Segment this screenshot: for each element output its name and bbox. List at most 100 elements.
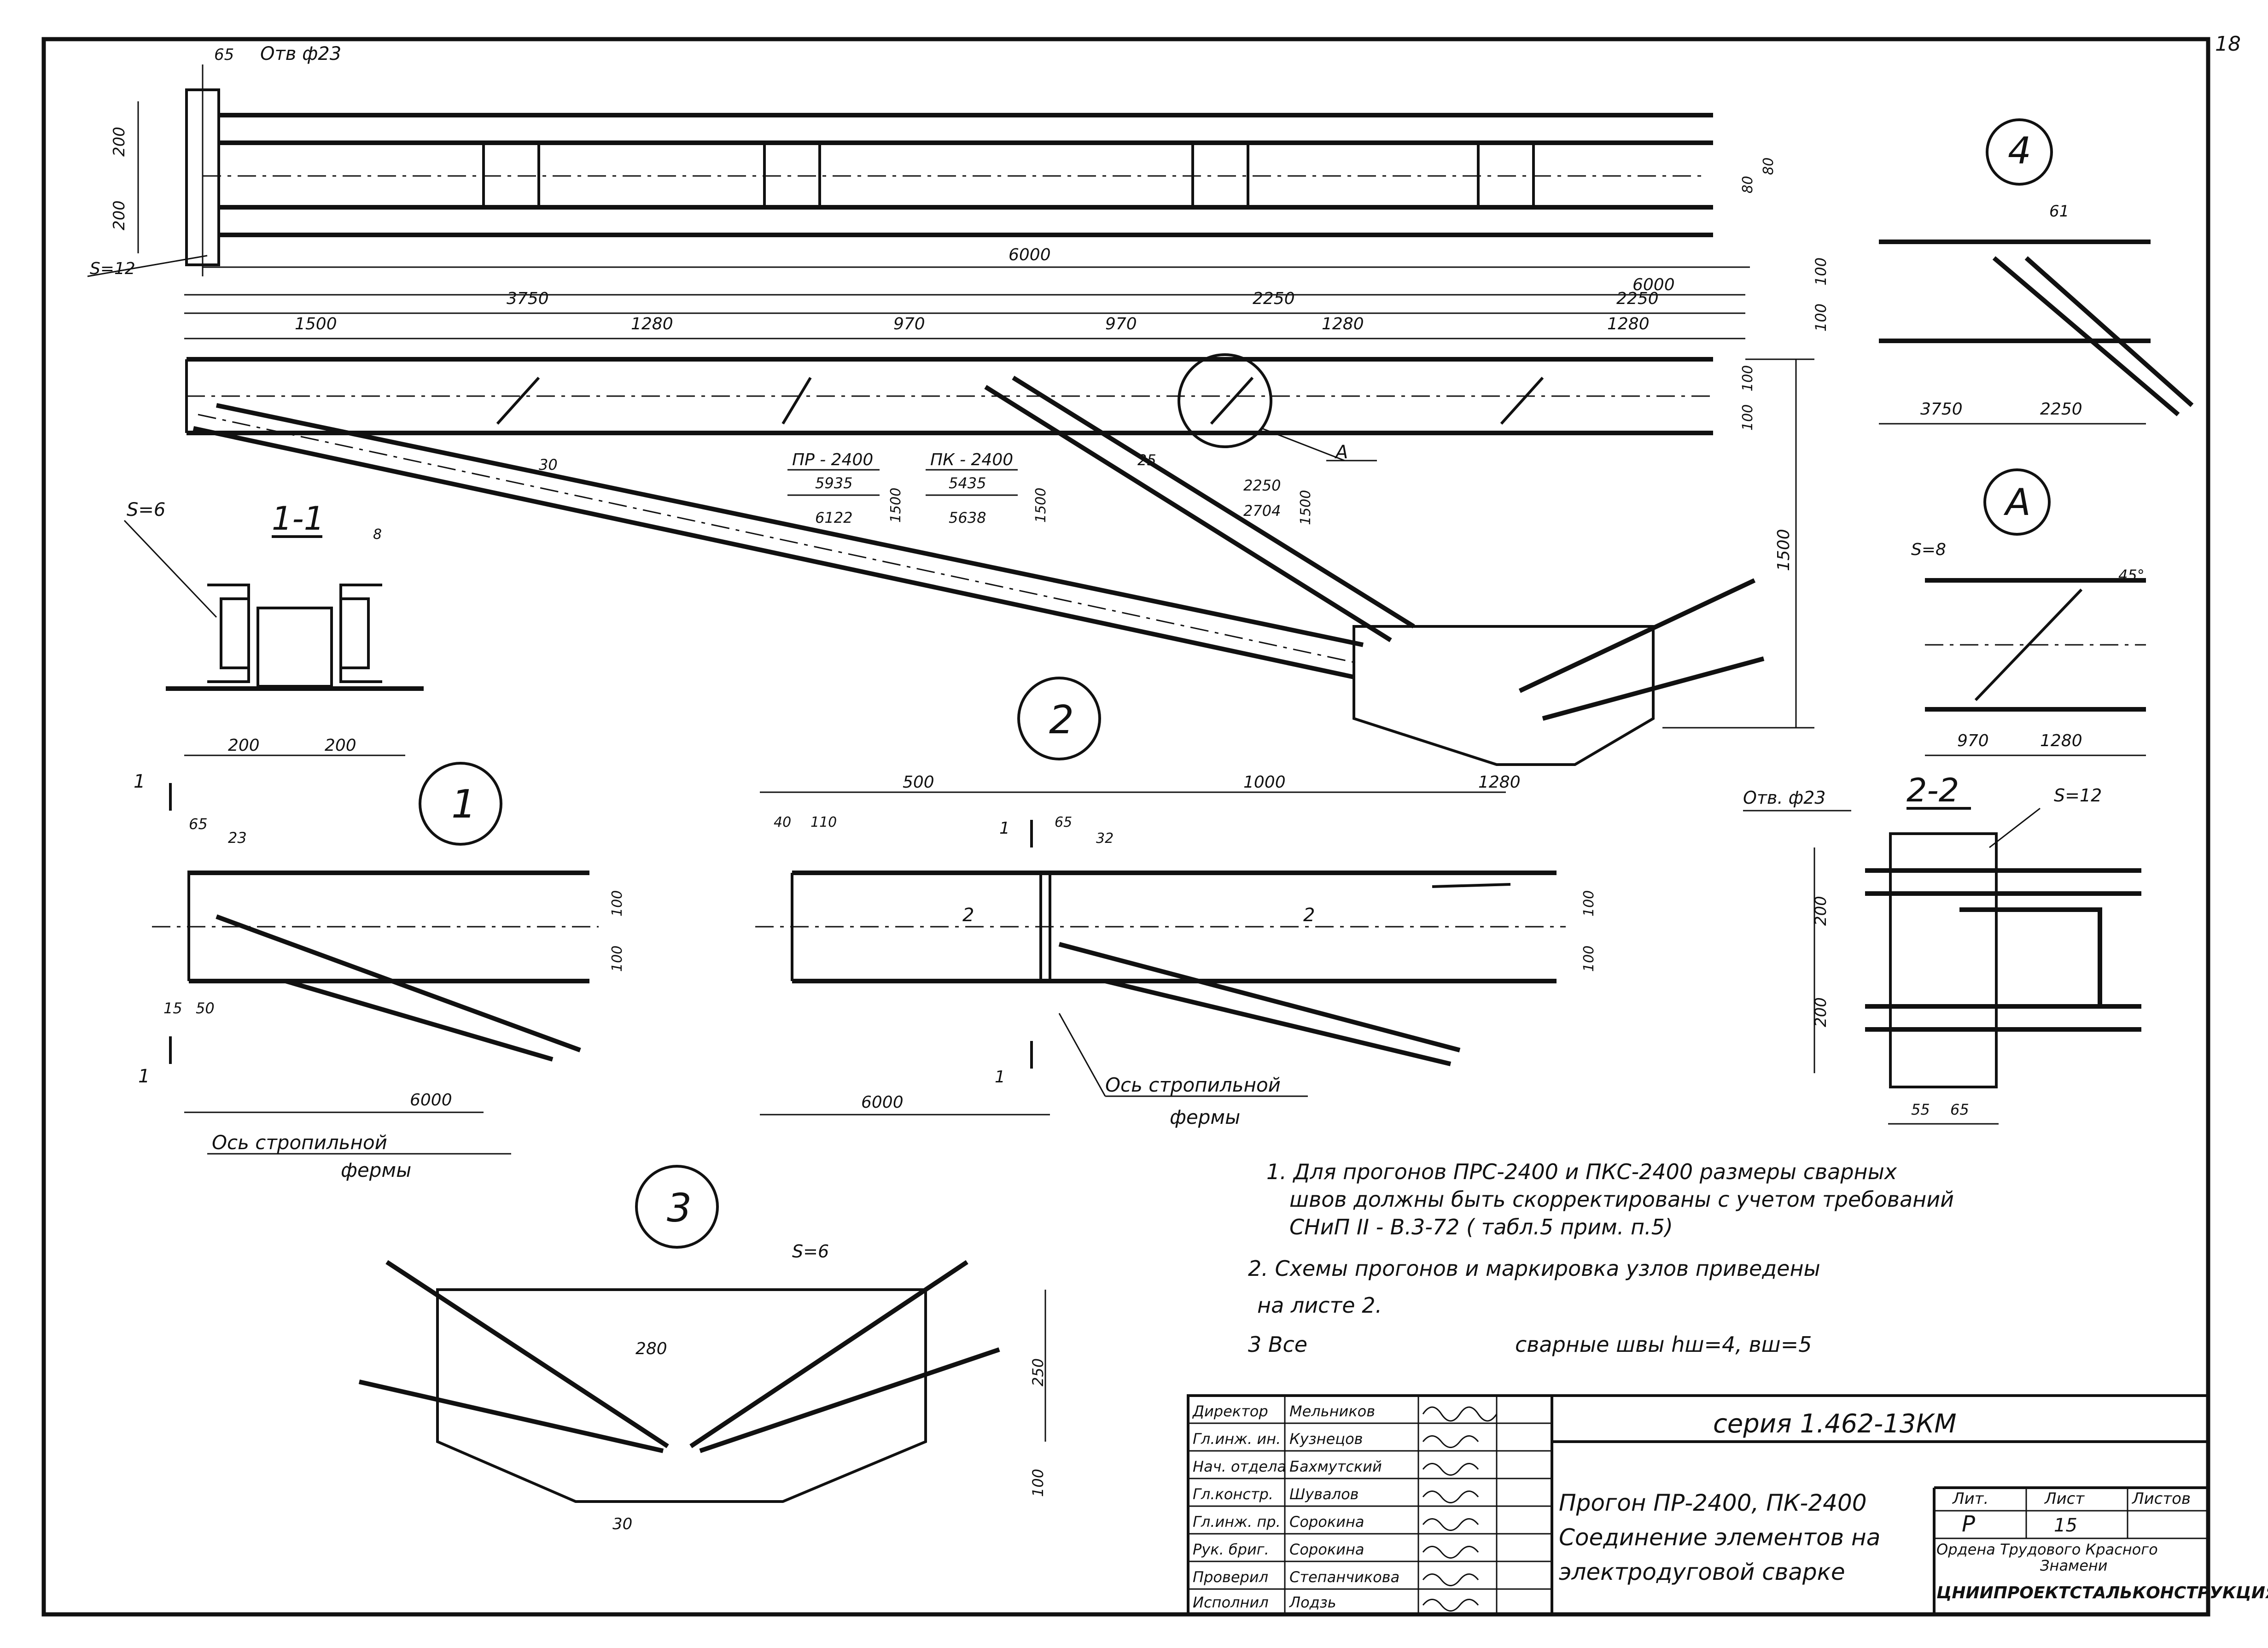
person-name: Лодзь [1289,1594,1336,1611]
drawing-label: фермы [1170,1106,1240,1128]
drawing-label: 30 [539,456,558,473]
drawing-label: S=8 [1911,540,1946,559]
drawing-label: 200 [110,200,128,230]
note-line: 3 Все [1248,1332,1307,1357]
detail-3: 3 S=6 280 250 100 30 [358,1165,1047,1533]
drawing-title: Прогон ПР-2400, ПК-2400 [1559,1490,1867,1516]
drawing-label: 1280 [2040,731,2082,750]
drawing-label: 2250 [1243,477,1281,494]
drawing-label: 100 [1812,304,1830,332]
person-name: Шувалов [1289,1485,1359,1503]
drawing-label: 1280 [1322,315,1364,333]
drawing-label: 100 [609,890,625,917]
drawing-label: 61 [2049,202,2069,221]
series-label: серия 1.462-13КМ [1713,1409,1957,1439]
drawing-label: 80 [1740,176,1756,193]
drawing-label: S=6 [792,1241,829,1262]
detail-1: 1 1 1 65 23 100 100 15 50 6000 Ось строп… [134,762,625,1181]
drawing-label: 65 [214,46,234,64]
drawing-label: фермы [341,1159,411,1181]
drawing-label: 6000 [410,1091,452,1110]
role: Директор [1192,1403,1268,1420]
drawing-label: 100 [609,946,625,972]
drawing-label: 2-2 [1907,771,1959,809]
note-line: на листе 2. [1257,1293,1382,1318]
drawing-label: 1000 [1243,773,1286,792]
role: Проверил [1193,1568,1268,1586]
drawing-label: 6000 [861,1093,904,1112]
person-name: Кузнецов [1289,1430,1363,1448]
drawing-label: Р [1962,1511,1975,1537]
drawing-label: 23 [228,829,247,847]
drawing-label: 100 [1812,257,1830,286]
drawing-label: 200 [1812,896,1830,926]
drawing-label: S=6 [127,499,165,520]
drawing-label: 1 [134,771,145,792]
drawing-title: Соединение элементов на [1559,1524,1880,1551]
drawing-label: 1280 [1478,773,1521,792]
drawing-label: 1280 [1607,315,1650,333]
drawing-label: 80 [1761,158,1777,175]
drawing-label: 5935 [815,474,852,492]
drawing-label: 1500 [1298,490,1314,525]
drawing-label: 1-1 [272,500,324,538]
drawing-label: 65 [1950,1101,1969,1118]
drawing-label: 250 [1029,1358,1047,1386]
role: Гл.инж. пр. [1193,1513,1281,1531]
drawing-label: 3 [667,1186,692,1231]
drawing-label: 2250 [1253,289,1295,308]
drawing-label: А [2003,481,2031,524]
section-1-1: 1-1 S=6 8 200 200 [123,499,424,756]
person-name: Степанчикова [1289,1568,1399,1586]
detail-2: 2 500 1000 40 110 65 32 1280 1 1 2 2 100… [755,677,1597,1128]
sheet-corner-number: 18 [2215,32,2241,56]
person-name: Сорокина [1289,1513,1364,1531]
note-line: СНиП II - В.3-72 ( табл.5 прим. п.5) [1289,1215,1673,1239]
drawing-label: 4 [2008,129,2031,172]
note-line: 1. Для прогонов ПРС-2400 и ПКС-2400 разм… [1266,1159,1897,1184]
drawing-label: Знамени [2040,1557,2108,1574]
drawing-label: 30 [612,1515,632,1533]
drawing-label: 6122 [815,509,852,526]
drawing-label: Листов [2131,1490,2191,1508]
drawing-label: 200 [228,736,260,755]
drawing-label: 500 [903,773,934,792]
drawing-label: 2704 [1243,502,1281,520]
drawing-label: 65 [189,815,208,833]
title-block: Директор Гл.инж. ин. Нач. отдела Гл.конс… [1187,1394,2268,1616]
drawing-label: 25 [1137,451,1156,469]
sheet-number: 15 [2054,1515,2077,1536]
drawing-label: 1500 [295,315,337,333]
general-notes: 1. Для прогонов ПРС-2400 и ПКС-2400 разм… [1248,1159,1954,1357]
drawing-label: 2 [962,905,974,926]
drawing-label: 200 [1812,997,1830,1027]
role: Исполнил [1193,1594,1269,1611]
person-name: Бахмутский [1289,1458,1382,1475]
person-name: Мельников [1289,1403,1375,1420]
drawing-label: 2250 [2040,400,2082,419]
organization: ЦНИИПРОЕКТСТАЛЬКОНСТРУКЦИЯ [1936,1584,2268,1602]
drawing-label: 110 [810,814,837,830]
drawing-label: 100 [1581,946,1597,972]
drawing-label: 3750 [507,289,549,308]
drawing-label: 1 [451,782,476,827]
drawing-label: ПР - 2400 [792,450,873,469]
role: Рук. бриг. [1193,1541,1269,1558]
drawing-label: 100 [1581,890,1597,917]
drawing-label: 3750 [1920,400,1963,419]
drawing-label: 100 [1029,1469,1047,1497]
drawing-label: 32 [1096,830,1114,847]
drawing-label: Лит. [1952,1490,1988,1508]
drawing-label: 1500 [1774,529,1793,571]
drawing-label: 1500 [1033,488,1049,523]
drawing-label: 1 [138,1066,150,1087]
drawing-label: 1 [999,819,1010,838]
note-line: швов должны быть скорректированы с учето… [1289,1187,1954,1212]
drawing-label: 280 [636,1339,667,1358]
note-line: 2. Схемы прогонов и маркировка узлов при… [1248,1256,1820,1281]
section-2-2: 2-2 Отв. ф23 S=12 200 200 55 65 [1743,771,2141,1125]
drawing-label: 970 [1957,731,1989,750]
drawing-label: А [1334,442,1348,463]
drawing-label: 5638 [949,509,986,526]
drawing-label: 970 [1105,315,1137,333]
